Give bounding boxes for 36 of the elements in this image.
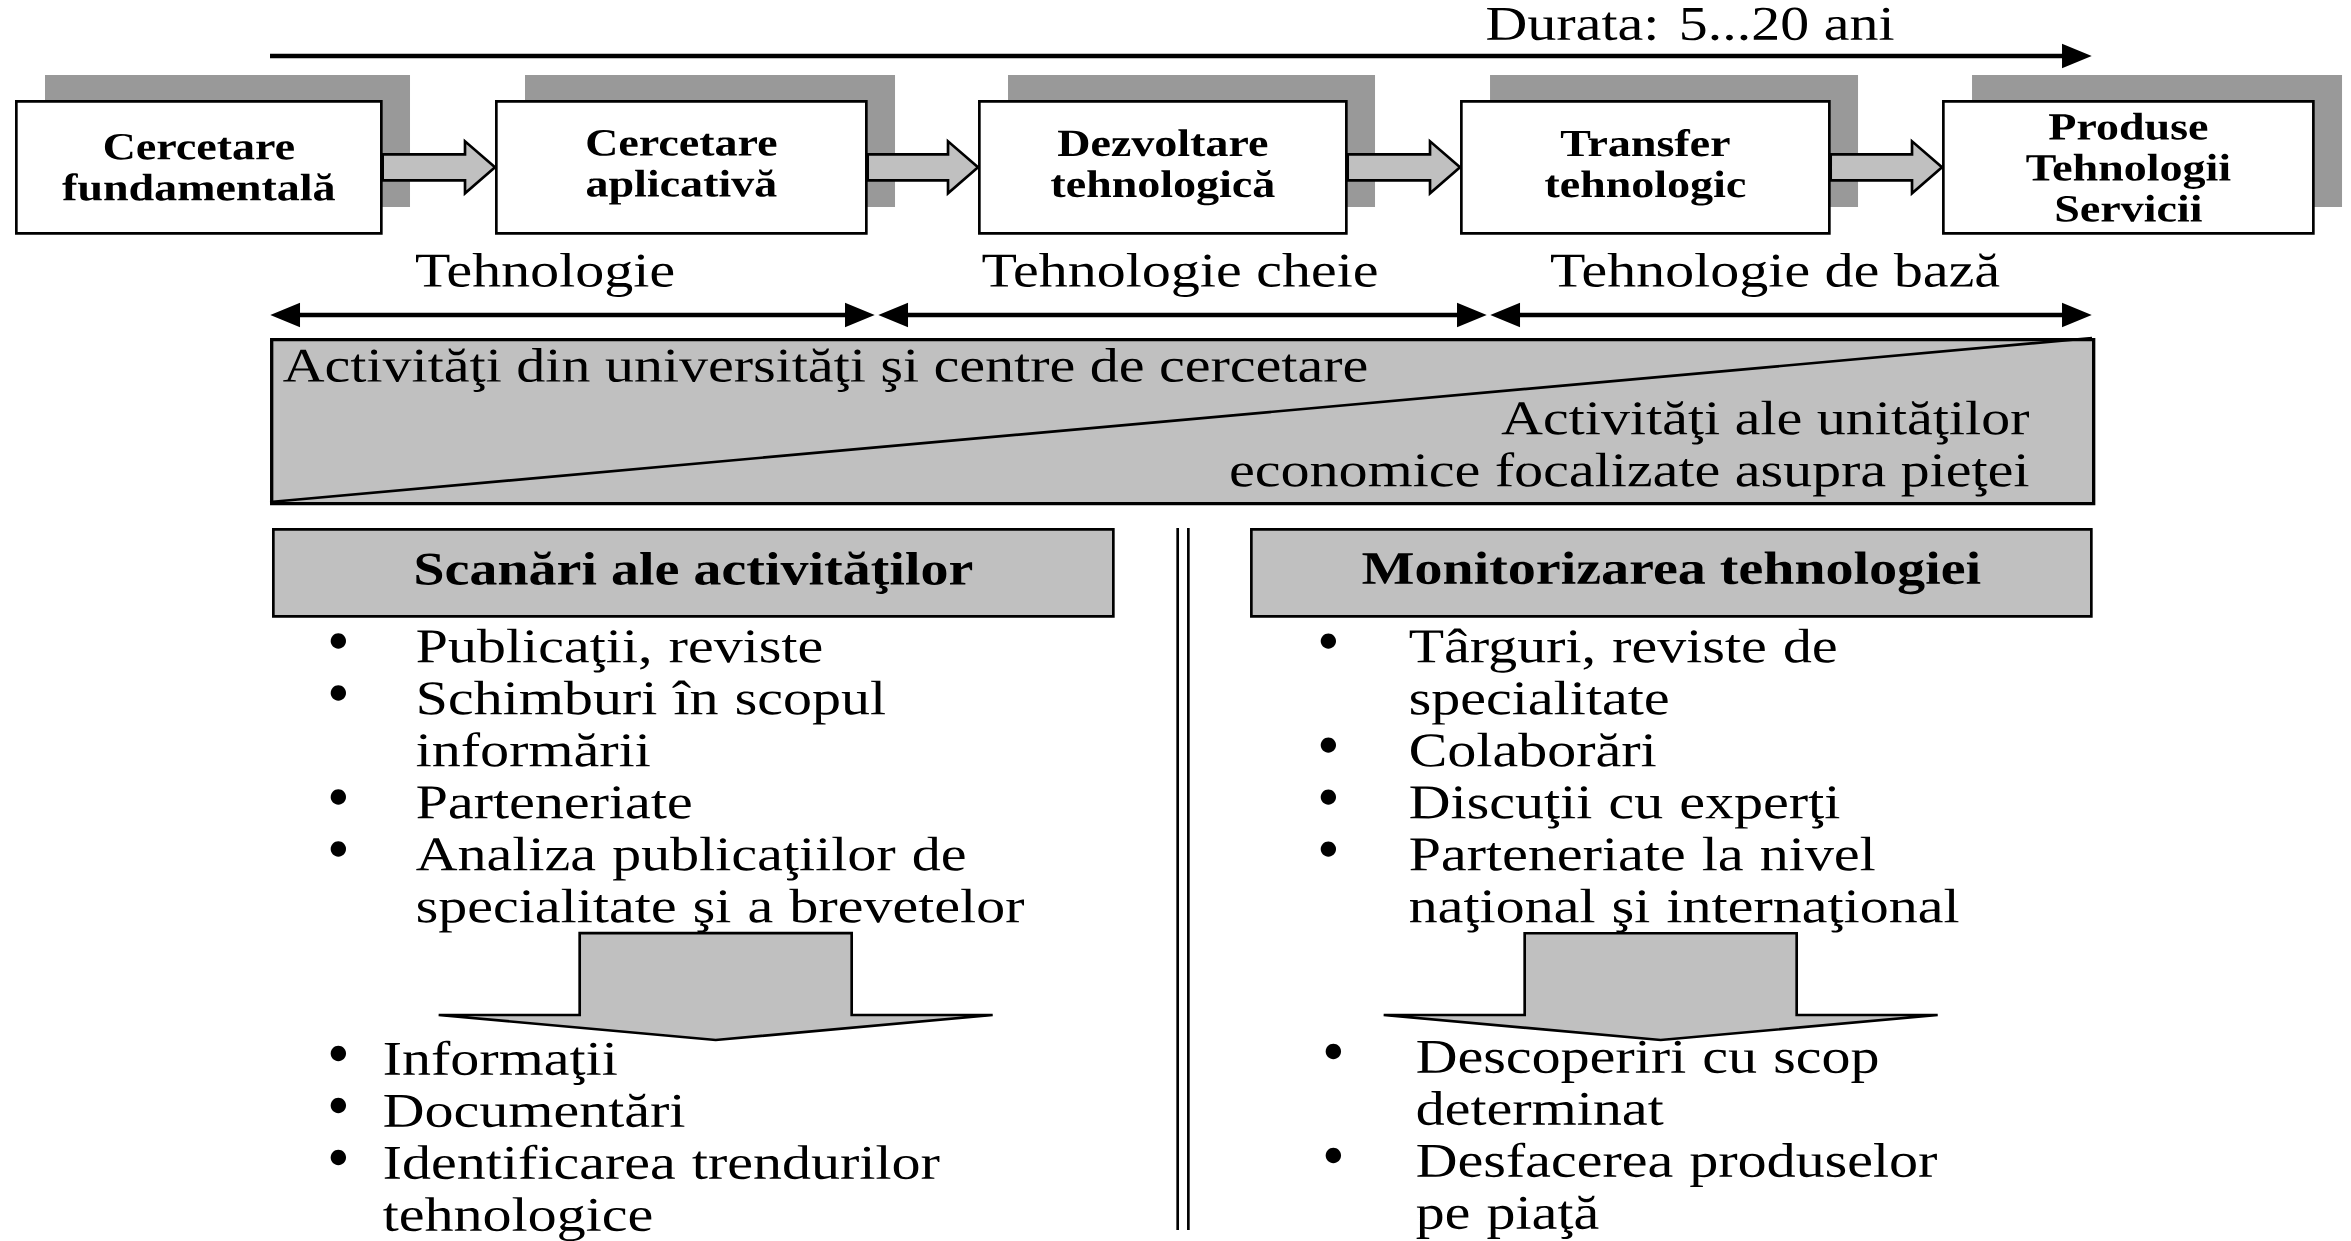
span-label: Tehnologie cheie [982,253,1377,297]
node-label: Târguri, reviste de specialitate [1409,628,1836,725]
bullet-list: Publicaţii, reviste Schimburi în scopul informării Parteneriate Analiza publicaţiilor de specialitate şi a brevetelor [330,628,1024,933]
node-label: Desfacerea produselor pe piaţă [1416,1142,1937,1239]
node-label: Identificarea trendurilor tehnologice [383,1144,940,1241]
process-box: Transfer tehnologic [1460,75,1859,235]
node-label: Documentări [384,1093,685,1128]
header-box: Monitorizarea tehnologiei [1250,528,2093,618]
process-box: Produse Tehnologii Servicii [1942,75,2343,235]
block-arrow [866,138,981,197]
process-box: Dezvoltare tehnologică [978,75,1375,235]
node-label: Descoperiri cu scop determinat [1417,1040,1878,1126]
band-text: Activităţi din universităţi şi centre de cercetare [283,348,1367,392]
process-box: Cercetare fundamentală [15,75,410,235]
node-label: Analiza publicaţiilor de specialitate şi a brevetelor [416,836,1024,933]
bullet-list: Informaţii Documentări Identificarea trendurilor tehnologice [330,1040,940,1241]
header-box: Scanări ale activităţilor [272,528,1115,618]
process-box: Cercetare aplicativă [495,75,895,235]
block-arrow [1382,931,1940,1042]
block-arrow [1346,138,1463,197]
node-label: Publicaţii, reviste [417,628,822,673]
band-text: Activităţi ale unităţilor economice focalizate asupra pieţei [1231,400,2029,497]
node-label: Informaţii [384,1040,617,1085]
duration-label: Durata: 5...20 ani [1487,7,1894,41]
span-label: Tehnologie de bază [1551,253,2000,297]
block-arrow [437,931,994,1042]
node-label: Parteneriate la nivel naţional şi internaţional [1409,836,1959,933]
node-label: Parteneriate [417,786,691,819]
node-label: Colaborări [1411,732,1656,767]
span-label: Tehnologie [416,253,674,297]
node-label: Schimburi în scopul informării [416,680,885,767]
bullet-list: Descoperiri cu scop determinat Desfacerea produselor pe piaţă [1325,1040,1937,1239]
node-label: Discuţii cu experţi [1410,786,1840,829]
bullet-list: Târguri, reviste de specialitate Colaborări Discuţii cu experţi Parteneriate la nivel naţional şi internaţional [1320,628,1959,933]
block-arrow [1829,138,1945,197]
block-arrow [381,138,498,197]
